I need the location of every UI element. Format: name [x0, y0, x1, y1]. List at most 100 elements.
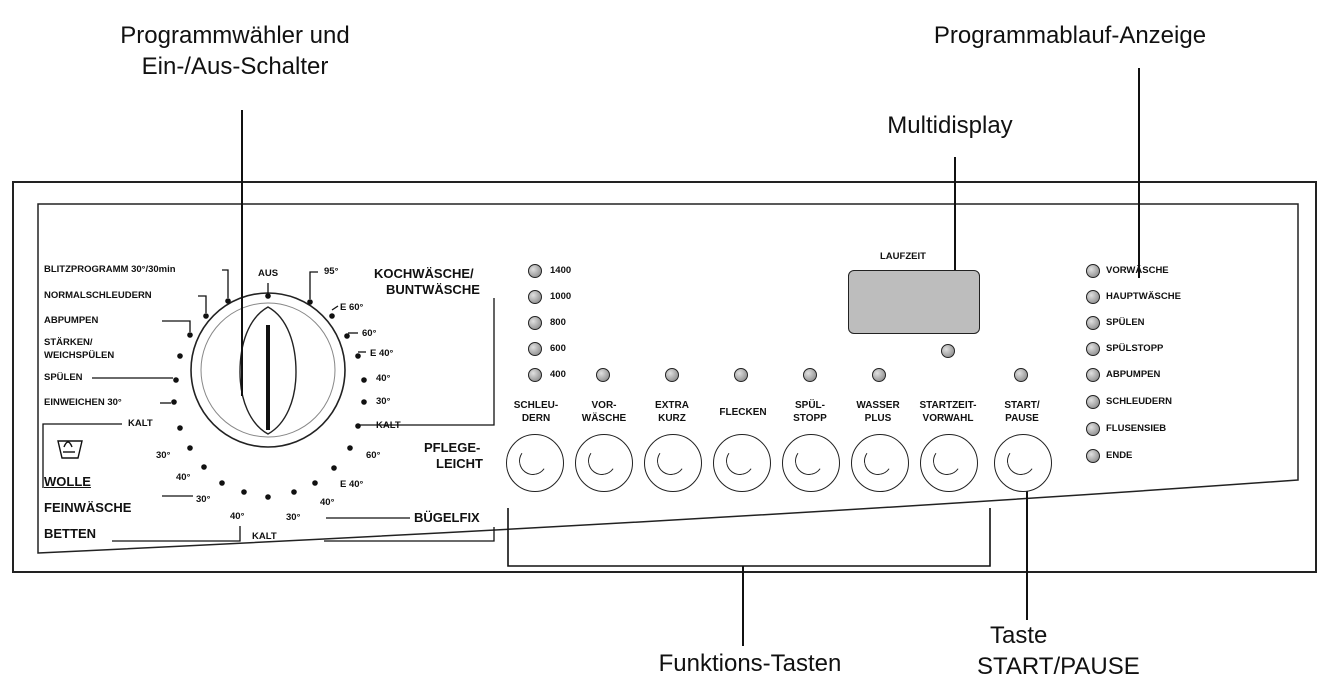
panel-inner-frame — [37, 203, 1299, 554]
label-pflege-line1: PFLEGE- — [424, 440, 481, 455]
schleudern-button[interactable] — [506, 434, 564, 492]
label-progress-flusensieb: FLUSENSIEB — [1106, 423, 1167, 434]
flecken-button[interactable] — [713, 434, 771, 492]
callout-programmwaehler: Programmwähler und Ein-/Aus-Schalter — [60, 20, 410, 82]
fn-label-startzeit-2: VORWAHL — [922, 413, 974, 424]
label-wolle-40: 40° — [176, 472, 191, 483]
button-arc-icon — [723, 444, 757, 478]
label-60: 60° — [362, 328, 377, 339]
start-pause-button[interactable] — [994, 434, 1052, 492]
led-spin-1000 — [528, 290, 542, 304]
function-keys-bracket — [507, 508, 991, 567]
wasser-plus-button[interactable] — [851, 434, 909, 492]
label-kalt-wolle: KALT — [128, 418, 153, 429]
fn-label-start-pause-1: START/ — [1004, 400, 1040, 411]
label-progress-spuelstopp: SPÜLSTOPP — [1106, 343, 1164, 354]
label-pflege-line2: LEICHT — [436, 456, 483, 471]
fn-label-vorwaesche-1: VOR- — [591, 400, 617, 411]
label-e40: E 40° — [370, 348, 394, 359]
led-spin-600 — [528, 342, 542, 356]
label-temp-95: 95° — [324, 266, 339, 277]
button-arc-icon — [1004, 444, 1038, 478]
dial-group-brackets — [42, 298, 495, 542]
led-extra-kurz — [665, 368, 679, 382]
label-30: 30° — [376, 396, 391, 407]
led-start-pause — [1014, 368, 1028, 382]
button-arc-icon — [585, 444, 619, 478]
label-kochwaesche-line2: BUNTWÄSCHE — [386, 282, 480, 297]
led-progress-abpumpen — [1086, 368, 1100, 382]
callout-taste: Taste START/PAUSE — [930, 620, 1150, 682]
label-betten-40: 40° — [230, 511, 245, 522]
led-wasser-plus — [872, 368, 886, 382]
spuelstopp-button[interactable] — [782, 434, 840, 492]
button-arc-icon — [516, 444, 550, 478]
leader-programmwaehler — [241, 110, 243, 396]
label-progress-ende: ENDE — [1106, 450, 1133, 461]
label-kalt-bottom: KALT — [252, 531, 277, 542]
led-progress-flusensieb — [1086, 422, 1100, 436]
leader-programmablauf — [1138, 68, 1140, 278]
label-abpumpen: ABPUMPEN — [44, 315, 99, 326]
label-spin-400: 400 — [550, 369, 566, 380]
label-spin-1000: 1000 — [550, 291, 572, 302]
leader-multidisplay — [954, 157, 956, 290]
label-progress-hauptwaesche: HAUPTWÄSCHE — [1106, 291, 1181, 302]
label-wolle-30: 30° — [156, 450, 171, 461]
fn-label-start-pause: START/ PAUSE — [990, 399, 1054, 425]
fn-label-vorwaesche: VOR- WÄSCHE — [572, 399, 636, 425]
label-staerken-line2: WEICHSPÜLEN — [44, 350, 115, 361]
led-progress-schleudern — [1086, 395, 1100, 409]
label-aus: AUS — [258, 268, 279, 279]
fn-label-spuelstopp-1: SPÜL- — [795, 400, 825, 411]
label-feinwaesche-30: 30° — [196, 494, 211, 505]
led-flecken — [734, 368, 748, 382]
dial-label-ticks — [92, 269, 410, 519]
callout-programmwaehler-line1: Programmwähler und — [120, 22, 350, 49]
fn-label-start-pause-2: PAUSE — [1005, 413, 1039, 424]
label-progress-vorwaesche: VORWÄSCHE — [1106, 265, 1169, 276]
multidisplay — [848, 270, 980, 334]
dial-position-dots — [171, 293, 367, 500]
callout-taste-line1: Taste — [990, 622, 1048, 649]
fn-label-schleudern-2: DERN — [521, 413, 551, 424]
label-pe40: E 40° — [340, 479, 364, 490]
led-spin-1400 — [528, 264, 542, 278]
label-e60: E 60° — [340, 302, 364, 313]
leader-start-pause — [1026, 480, 1028, 620]
label-spin-800: 800 — [550, 317, 566, 328]
callout-multidisplay: Multidisplay — [887, 112, 1013, 139]
led-progress-spuelstopp — [1086, 342, 1100, 356]
label-kochwaesche-line1: KOCHWÄSCHE/ — [374, 266, 474, 281]
callout-programmablauf: Programmablauf-Anzeige — [933, 22, 1207, 49]
fn-label-vorwaesche-2: WÄSCHE — [581, 413, 627, 424]
startzeitvorwahl-button[interactable] — [920, 434, 978, 492]
fn-label-extra-kurz-1: EXTRA — [655, 400, 689, 411]
panel-outer-frame — [12, 181, 1317, 573]
fn-label-wasser-plus-1: WASSER — [856, 400, 900, 411]
vorwaesche-button[interactable] — [575, 434, 633, 492]
button-arc-icon — [654, 444, 688, 478]
fn-label-wasser-plus: WASSER PLUS — [846, 399, 910, 425]
button-arc-icon — [792, 444, 826, 478]
label-p40: 40° — [320, 497, 335, 508]
label-staerken-line1: STÄRKEN/ — [44, 337, 93, 348]
led-spin-400 — [528, 368, 542, 382]
led-spuelstopp — [803, 368, 817, 382]
extra-kurz-button[interactable] — [644, 434, 702, 492]
callout-taste-line2: START/PAUSE — [977, 653, 1140, 680]
callout-programmwaehler-line2: Ein-/Aus-Schalter — [141, 53, 329, 80]
hand-wash-icon — [57, 440, 83, 459]
fn-label-spuelstopp-2: STOPP — [793, 413, 827, 424]
display-label: LAUFZEIT — [880, 251, 926, 262]
label-spuelen: SPÜLEN — [44, 372, 83, 383]
label-40: 40° — [376, 373, 391, 384]
label-blitzprogramm: BLITZPROGRAMM 30°/30min — [44, 264, 176, 275]
label-normalschleudern: NORMALSCHLEUDERN — [44, 290, 152, 301]
led-vorwaesche — [596, 368, 610, 382]
label-progress-spuelen: SPÜLEN — [1106, 317, 1145, 328]
led-progress-hauptwaesche — [1086, 290, 1100, 304]
led-progress-vorwaesche — [1086, 264, 1100, 278]
label-buegelfix: BÜGELFIX — [414, 510, 480, 525]
